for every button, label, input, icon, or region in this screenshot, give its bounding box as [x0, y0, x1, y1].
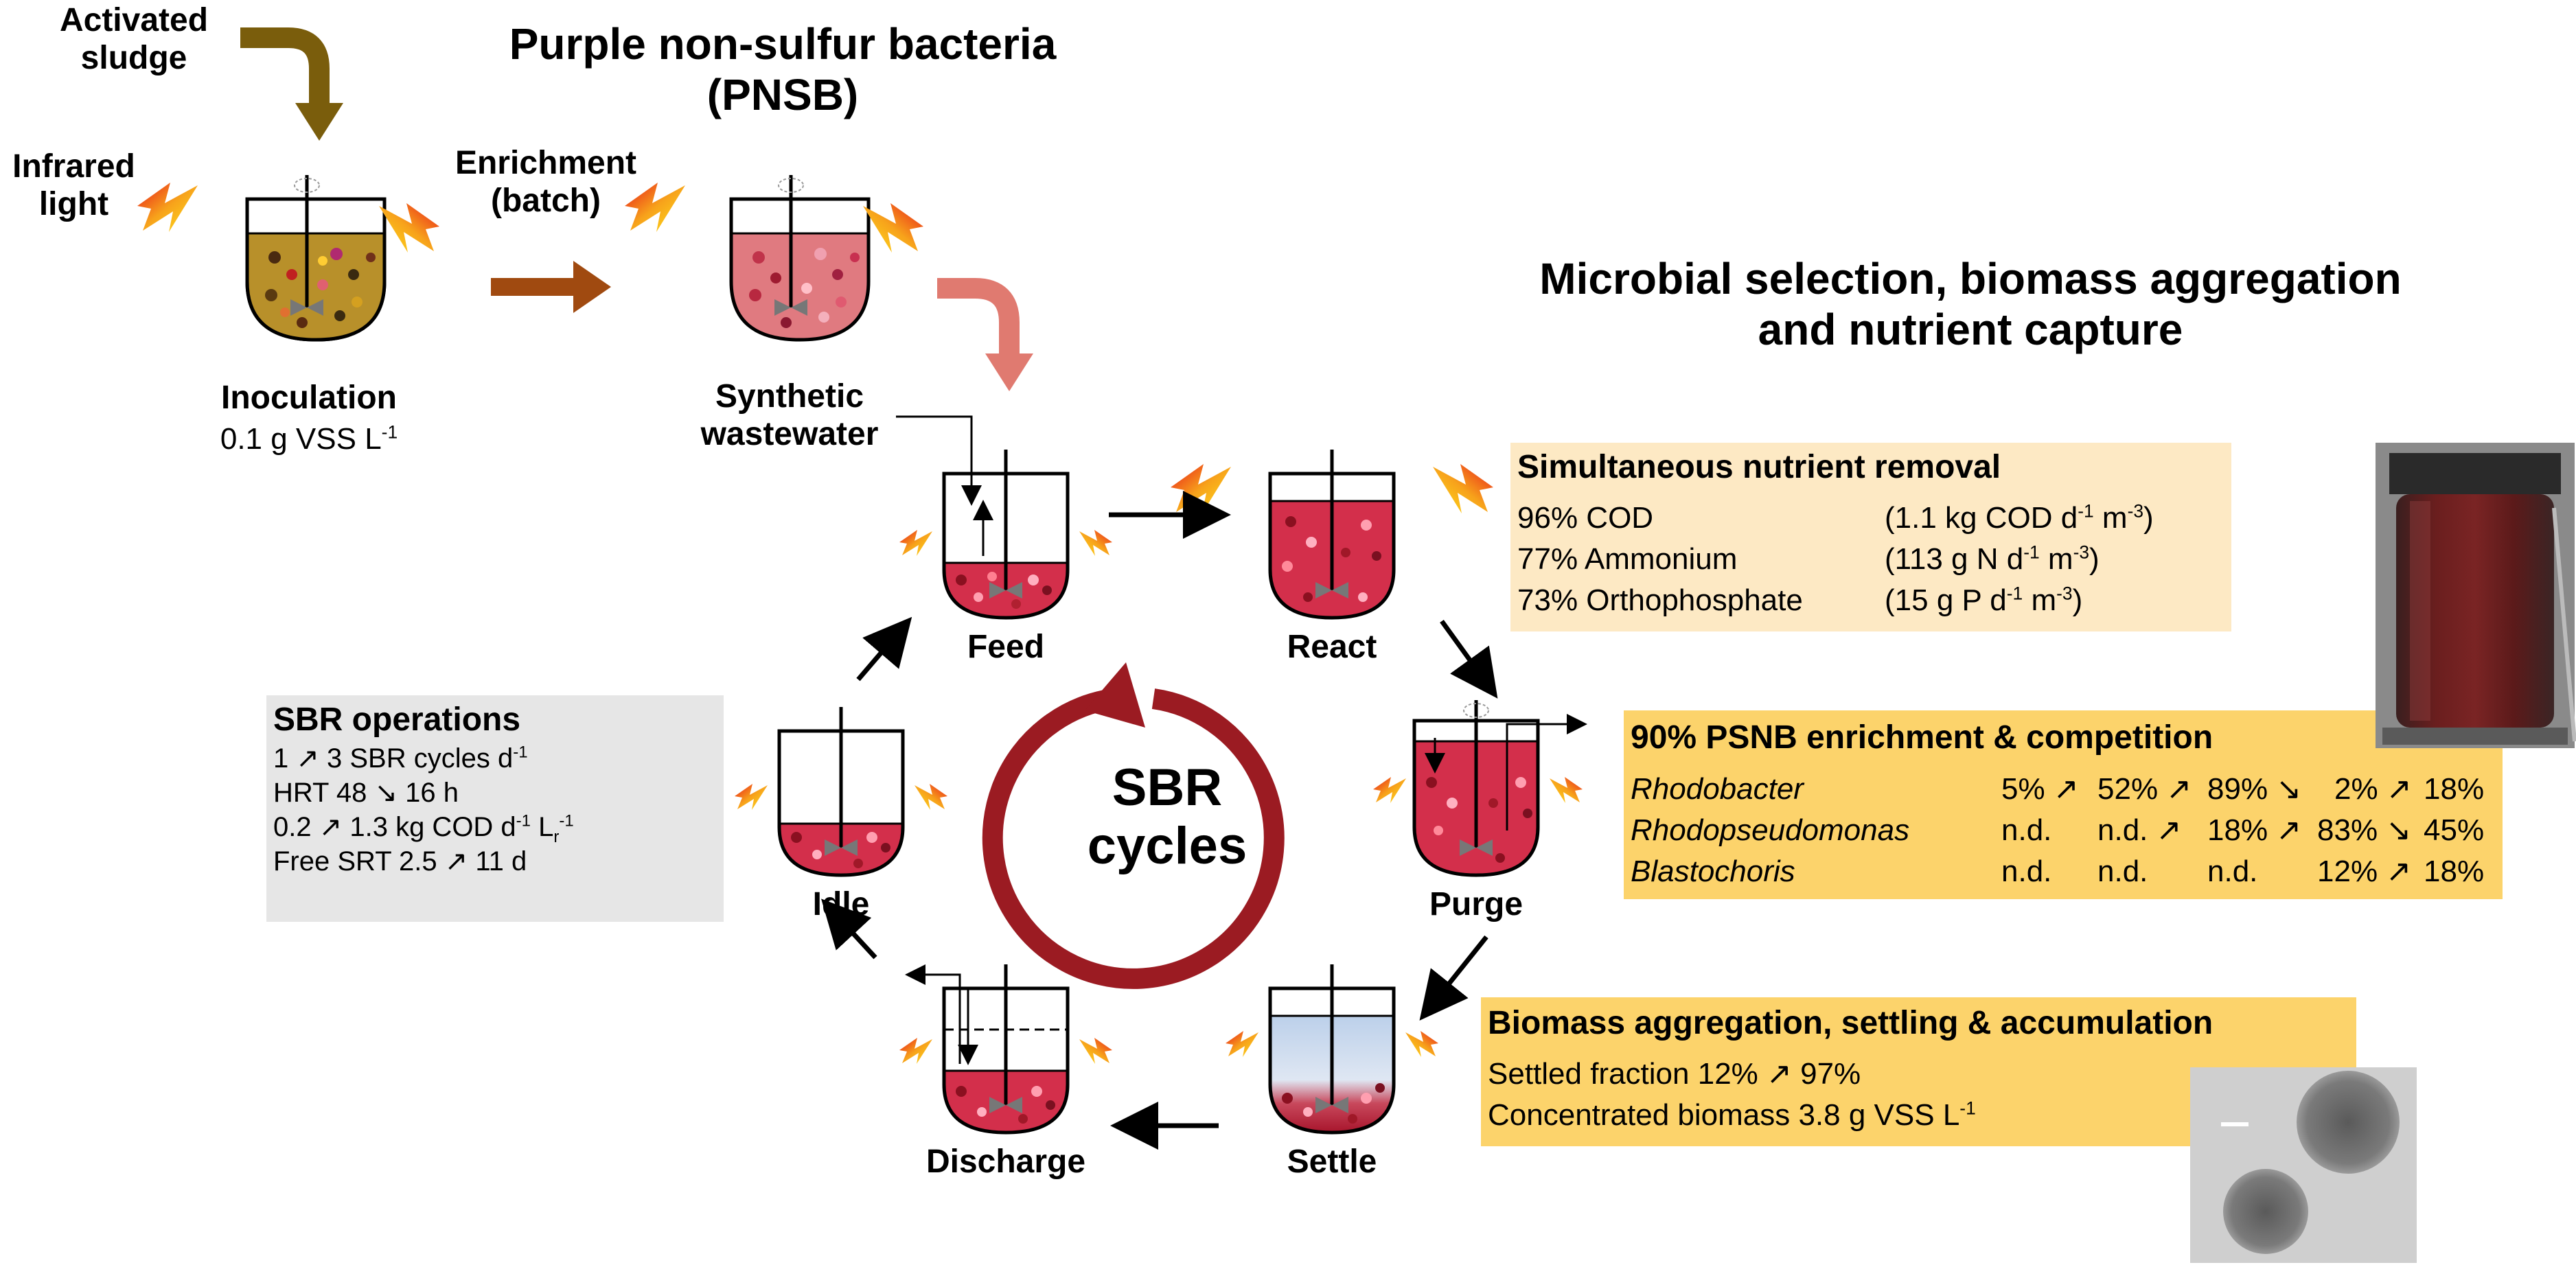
genus-value: 83% ↘ [2317, 813, 2412, 847]
lightning-icon [915, 784, 947, 810]
sbr-operations-title: SBR operations [273, 701, 521, 738]
stage-purge-label: Purge [1429, 886, 1523, 922]
pnsb-title: Purple non-sulfur bacteria(PNSB) [509, 19, 1057, 119]
sbr-operations-line: HRT 48 ↘ 16 h [273, 778, 459, 809]
cycle-arrows [821, 491, 1498, 1150]
lightning-icon [1373, 777, 1406, 803]
nutrient-row-label: 96% COD [1517, 501, 1654, 535]
nutrient-row-label: 77% Ammonium [1517, 542, 1738, 576]
genus-value: n.d. ↗ [2097, 813, 2182, 847]
genus-value: 12% ↗ [2317, 855, 2412, 888]
aggregation-title: Biomass aggregation, settling & accumula… [1488, 1005, 2213, 1041]
nutrient-removal-title: Simultaneous nutrient removal [1517, 449, 2001, 485]
genus-label: Rhodopseudomonas [1631, 813, 1910, 847]
genus-label: Rhodobacter [1631, 772, 1804, 806]
react-reactor-icon [1268, 450, 1396, 620]
stage-discharge-label: Discharge [925, 1144, 1086, 1180]
nutrient-row-rate: (15 g P d-1 m-3) [1885, 583, 2083, 617]
stage-idle-label: Idle [812, 886, 870, 922]
genus-value: 52% ↗ [2097, 772, 2192, 806]
sbr-operations-line: 1 ↗ 3 SBR cycles d-1 [273, 743, 528, 774]
lightning-icon [1405, 1031, 1438, 1057]
lightning-icon [1433, 464, 1493, 513]
genus-value: n.d. [2207, 855, 2258, 888]
inoculation-reactor-icon [245, 175, 387, 342]
sludge-arrow [240, 27, 330, 103]
genus-value: 18% [2424, 772, 2485, 806]
stage-react-label: React [1287, 629, 1377, 665]
inoculation-label: Inoculation [221, 380, 397, 416]
lightning-icon [1171, 464, 1231, 513]
genus-value: n.d. [2001, 813, 2052, 847]
genus-value: n.d. [2001, 855, 2052, 888]
aggregation-box: Biomass aggregation, settling & accumula… [1481, 997, 2356, 1146]
genus-value: 2% ↗ [2334, 772, 2412, 806]
inoculation-concentration: 0.1 g VSS L-1 [220, 421, 398, 456]
sbr-operations-line: Free SRT 2.5 ↗ 11 d [273, 846, 527, 877]
feed-reactor-icon [942, 450, 1070, 620]
lightning-icon [1079, 530, 1112, 556]
genus-value: 89% ↘ [2207, 772, 2302, 806]
genus-value: 45% [2424, 813, 2485, 847]
microbial-selection-title: Microbial selection, biomass aggregation… [1539, 254, 2402, 354]
genus-value: n.d. [2097, 855, 2148, 888]
genus-label: Blastochoris [1631, 855, 1795, 888]
lightning-icon [863, 203, 923, 253]
lightning-icon [735, 784, 768, 810]
stage-feed-label: Feed [967, 629, 1045, 665]
nutrient-box-bg [1510, 443, 2231, 631]
stage-settle-label: Settle [1287, 1144, 1377, 1180]
settle-reactor-icon [1268, 964, 1396, 1135]
lightning-icon [899, 1038, 932, 1064]
genus-value: 18% [2424, 855, 2485, 888]
aggregation-line: Settled fraction 12% ↗ 97% [1488, 1057, 1861, 1091]
enrichment-competition-box: 90% PSNB enrichment & competition Rhodob… [1624, 710, 2503, 899]
lightning-icon [1550, 777, 1583, 803]
discharge-reactor-icon [905, 964, 1070, 1135]
sbr-operations-box: SBR operations 1 ↗ 3 SBR cycles d-1 HRT … [266, 695, 724, 922]
enrichment-box-bg [1624, 710, 2503, 899]
lightning-icon [899, 530, 932, 556]
enrichment-label: Enrichment(batch) [455, 145, 637, 220]
feed-arrow [937, 278, 1020, 357]
idle-reactor-icon [777, 707, 905, 877]
reactor-photo [2376, 443, 2576, 748]
sbr-cycle-arrow [982, 688, 1285, 989]
genus-value: 18% ↗ [2207, 813, 2302, 847]
microscope-image [2190, 1067, 2417, 1263]
genus-value: 5% ↗ [2001, 772, 2079, 806]
enrichment-competition-title: 90% PSNB enrichment & competition [1631, 719, 2213, 756]
enrichment-reactor-icon [729, 175, 871, 342]
sbr-operations-line: 0.2 ↗ 1.3 kg COD d-1 Lr-1 [273, 811, 574, 847]
enrichment-arrow [491, 261, 611, 313]
nutrient-row-label: 73% Orthophosphate [1517, 583, 1803, 617]
purge-reactor-icon [1412, 700, 1587, 877]
aggregation-line: Concentrated biomass 3.8 g VSS L-1 [1488, 1098, 1976, 1132]
nutrient-row-rate: (1.1 kg COD d-1 m-3) [1885, 500, 2154, 535]
sbr-ops-box-bg [266, 695, 724, 922]
lightning-icon [1226, 1031, 1258, 1057]
nutrient-removal-box: Simultaneous nutrient removal 96% COD (1… [1510, 443, 2231, 631]
lightning-icon [1079, 1038, 1112, 1064]
nutrient-row-rate: (113 g N d-1 m-3) [1885, 542, 2100, 576]
